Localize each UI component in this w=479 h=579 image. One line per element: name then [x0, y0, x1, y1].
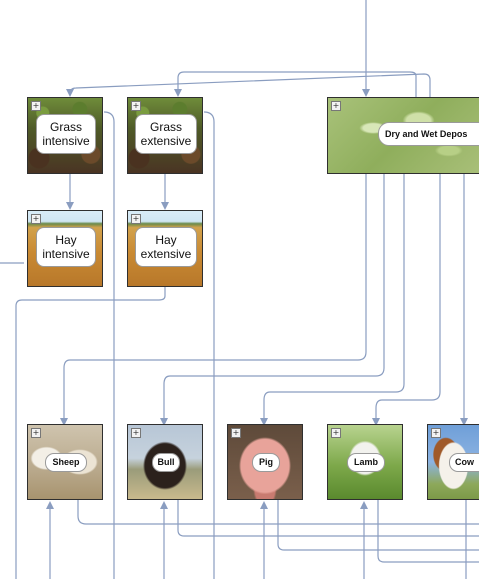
- node-pig[interactable]: + Pig: [227, 424, 303, 500]
- expand-icon[interactable]: +: [31, 428, 41, 438]
- node-label: Dry and Wet Depos: [378, 122, 479, 146]
- connector-deposition-to-sheep: [60, 174, 367, 426]
- node-hay-extensive[interactable]: + Hay extensive: [127, 210, 203, 287]
- node-grass-extensive[interactable]: + Grass extensive: [127, 97, 203, 174]
- node-cow[interactable]: + Cow: [427, 424, 479, 500]
- connector-lamb-out: [377, 500, 479, 563]
- expand-icon[interactable]: +: [331, 101, 341, 111]
- node-hay-intensive[interactable]: + Hay intensive: [27, 210, 103, 287]
- connector-bull-out: [177, 500, 479, 537]
- node-label: Cow: [449, 453, 479, 472]
- node-label: Hay extensive: [135, 227, 197, 267]
- connector-grass-intensive-side: [103, 111, 115, 579]
- expand-icon[interactable]: +: [431, 428, 441, 438]
- expand-icon[interactable]: +: [131, 101, 141, 111]
- node-sheep[interactable]: + Sheep: [27, 424, 103, 500]
- node-label: Sheep: [45, 453, 87, 472]
- node-label: Pig: [252, 453, 280, 472]
- node-label: Grass extensive: [135, 114, 197, 154]
- node-label: Hay intensive: [36, 227, 96, 267]
- connector-deposition-to-bull: [160, 174, 385, 426]
- expand-icon[interactable]: +: [131, 214, 141, 224]
- connector-deposition-to-lamb: [372, 174, 441, 426]
- connector-grass-extensive-side: [203, 111, 215, 579]
- node-lamb[interactable]: + Lamb: [327, 424, 403, 500]
- node-grass-intensive[interactable]: + Grass intensive: [27, 97, 103, 174]
- expand-icon[interactable]: +: [31, 214, 41, 224]
- connector-deposition-to-grass-intensive: [66, 73, 431, 97]
- connector-sheep-out: [77, 500, 479, 525]
- node-bull[interactable]: + Bull: [127, 424, 203, 500]
- connector-pig-out: [277, 500, 479, 551]
- node-dry-wet-deposition[interactable]: + Dry and Wet Depos: [327, 97, 479, 174]
- node-label: Grass intensive: [36, 114, 96, 154]
- expand-icon[interactable]: +: [31, 101, 41, 111]
- connector-deposition-to-pig: [260, 174, 405, 426]
- expand-icon[interactable]: +: [331, 428, 341, 438]
- node-label: Bull: [152, 453, 180, 472]
- expand-icon[interactable]: +: [231, 428, 241, 438]
- connector-hay-extensive-out: [15, 287, 166, 579]
- connector-deposition-to-grass-extensive: [174, 71, 417, 97]
- expand-icon[interactable]: +: [131, 428, 141, 438]
- node-label: Lamb: [347, 453, 385, 472]
